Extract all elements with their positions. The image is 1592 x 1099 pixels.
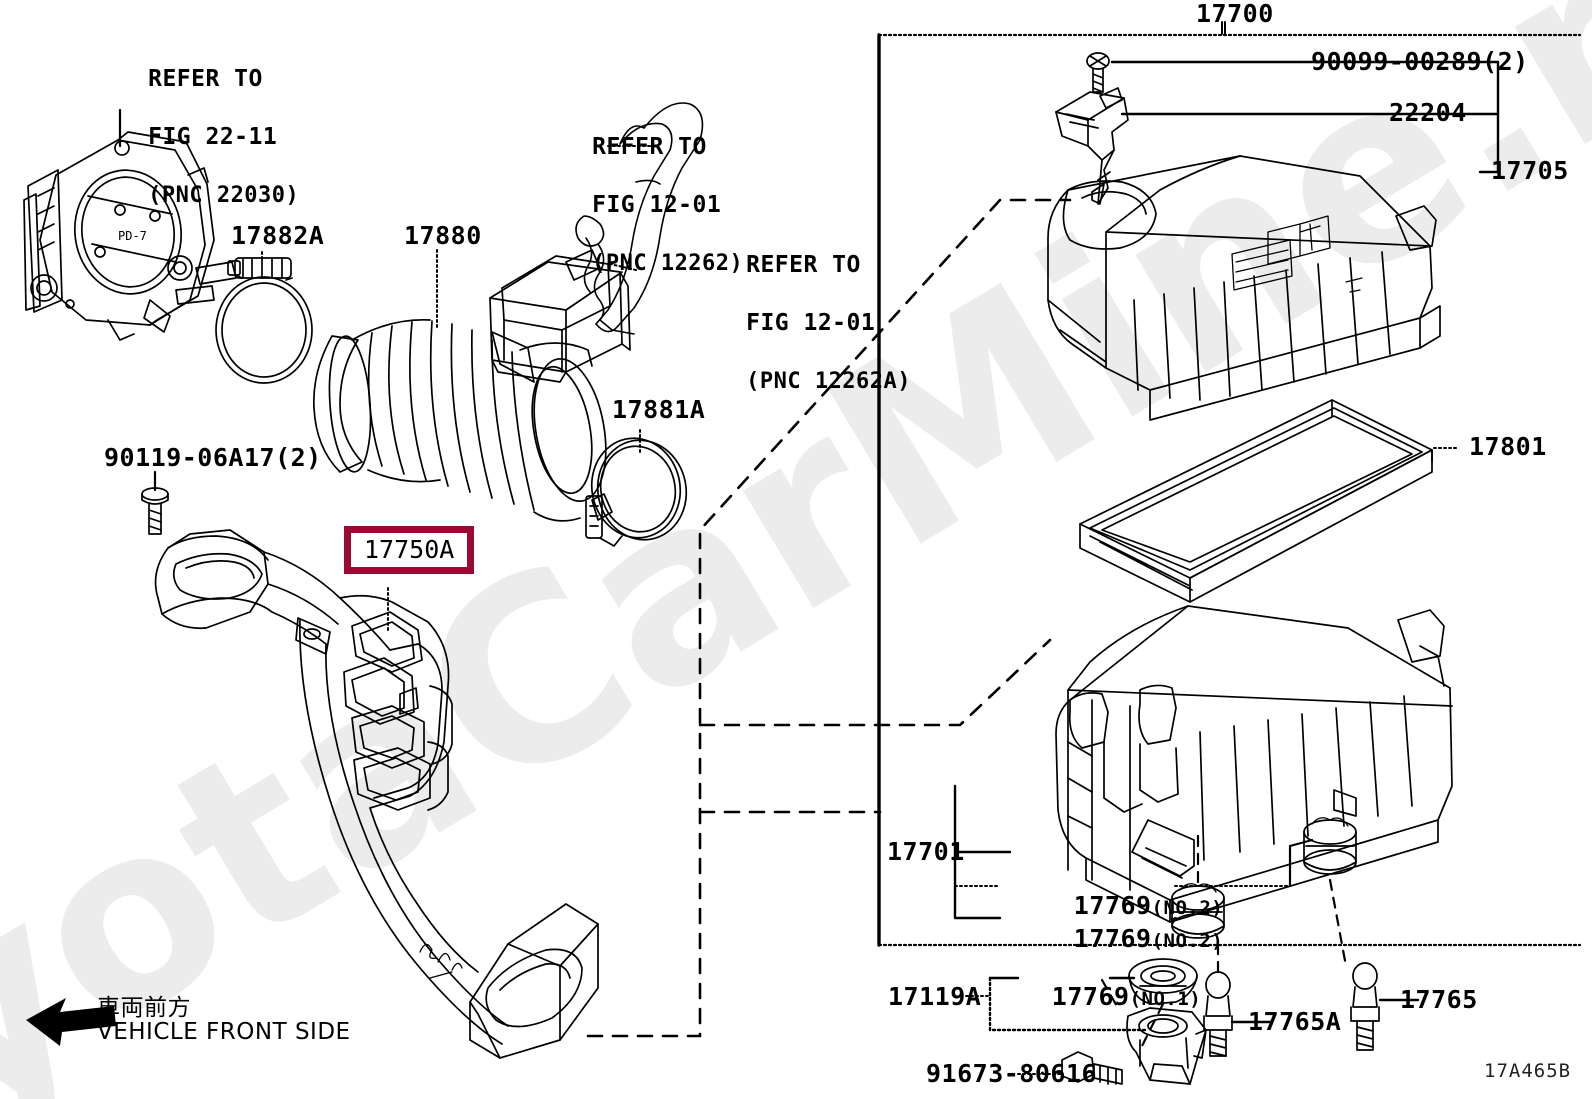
highlighted-part-17750A[interactable]: 17750A xyxy=(344,526,475,574)
part-label-91673-80616: 91673-80616 xyxy=(926,1059,1098,1088)
refer-line-3: (PNC 12262A) xyxy=(746,369,912,394)
part-label-17705: 17705 xyxy=(1491,156,1569,185)
part-label-17119A: 17119A xyxy=(888,982,982,1011)
refer-line-1: REFER TO xyxy=(746,252,861,278)
air-filter-17801-part xyxy=(1079,399,1433,603)
part-label-22204: 22204 xyxy=(1389,98,1467,127)
assembly-route xyxy=(586,198,1072,1038)
part-number: 17769 xyxy=(1073,891,1152,920)
part-label-17769-no2-a: 17769(NO.2) xyxy=(1013,873,1223,938)
part-label-17769-no2-b: 17769(NO.2) xyxy=(1013,906,1223,971)
grommet-17769-no1-part xyxy=(1128,958,1198,1005)
part-label-17880: 17880 xyxy=(404,221,482,250)
part-label-17765: 17765 xyxy=(1400,985,1478,1014)
screw-90099-part xyxy=(1086,52,1110,93)
bolt-17765-part xyxy=(1350,962,1380,1051)
pcv-hose-part xyxy=(575,102,704,335)
grommet-17769-no2-upper-part xyxy=(1303,817,1357,875)
reference-fig-12-01-a: REFER TO FIG 12-01 (PNC 12262) xyxy=(506,104,743,307)
clamp-17882A-part xyxy=(215,257,313,384)
part-label-90099-00289: 90099-00289(2) xyxy=(1311,47,1529,76)
clamp-17881A-part xyxy=(585,437,688,547)
part-number: 17769 xyxy=(1051,982,1130,1011)
throttle-body-part: PD-7 xyxy=(23,131,237,341)
part-label-17881A: 17881A xyxy=(612,395,706,424)
air-cleaner-case-17701-part xyxy=(1055,605,1453,923)
bracket-22204-part xyxy=(1055,87,1129,205)
refer-line-2: FIG 12-01 xyxy=(746,310,876,336)
part-label-90119-06A17: 90119-06A17(2) xyxy=(104,443,322,472)
part-label-17700: 17700 xyxy=(1196,0,1274,28)
refer-line-1: REFER TO xyxy=(148,66,263,92)
bolt-91673-part xyxy=(1061,1051,1123,1085)
refer-line-2: FIG 22-11 xyxy=(148,124,278,150)
part-label-17769-no1: 17769(NO.1) xyxy=(991,964,1201,1029)
part-number: 17769 xyxy=(1073,924,1152,953)
part-suffix: (NO.2) xyxy=(1151,897,1224,919)
part-suffix: (NO.2) xyxy=(1151,930,1224,952)
refer-line-2: FIG 12-01 xyxy=(592,192,722,218)
hose-17880-part xyxy=(312,249,631,522)
part-label-17701: 17701 xyxy=(887,837,965,866)
refer-line-3: (PNC 12262) xyxy=(592,251,744,276)
air-cleaner-cap-17705-part xyxy=(1047,155,1441,421)
bolt-90119-part xyxy=(141,487,169,535)
vehicle-front-en: VEHICLE FRONT SIDE xyxy=(97,1019,351,1045)
highlighted-part-number: 17750A xyxy=(364,535,455,564)
vehicle-front-jp: 車両前方 xyxy=(97,995,191,1021)
part-label-17882A: 17882A xyxy=(231,221,325,250)
bolt-17765A-part xyxy=(1203,971,1233,1057)
part-label-17765A: 17765A xyxy=(1248,1007,1342,1036)
figure-id: 17A465B xyxy=(1484,1060,1572,1082)
panel-17700-frame xyxy=(877,21,1582,947)
reference-fig-12-01-b: REFER TO FIG 12-01 (PNC 12262A) xyxy=(660,222,911,425)
refer-line-3: (PNC 22030) xyxy=(148,183,300,208)
refer-line-1: REFER TO xyxy=(592,134,707,160)
arrow-left-icon xyxy=(26,998,116,1046)
reference-fig-22-11: REFER TO FIG 22-11 (PNC 22030) xyxy=(62,36,299,239)
svg-text:PD-7: PD-7 xyxy=(118,229,147,243)
part-suffix: (NO.1) xyxy=(1129,988,1202,1010)
leader-lines xyxy=(118,21,1500,1075)
part-label-17801: 17801 xyxy=(1469,432,1547,461)
duct-17750A-part xyxy=(154,529,599,1059)
